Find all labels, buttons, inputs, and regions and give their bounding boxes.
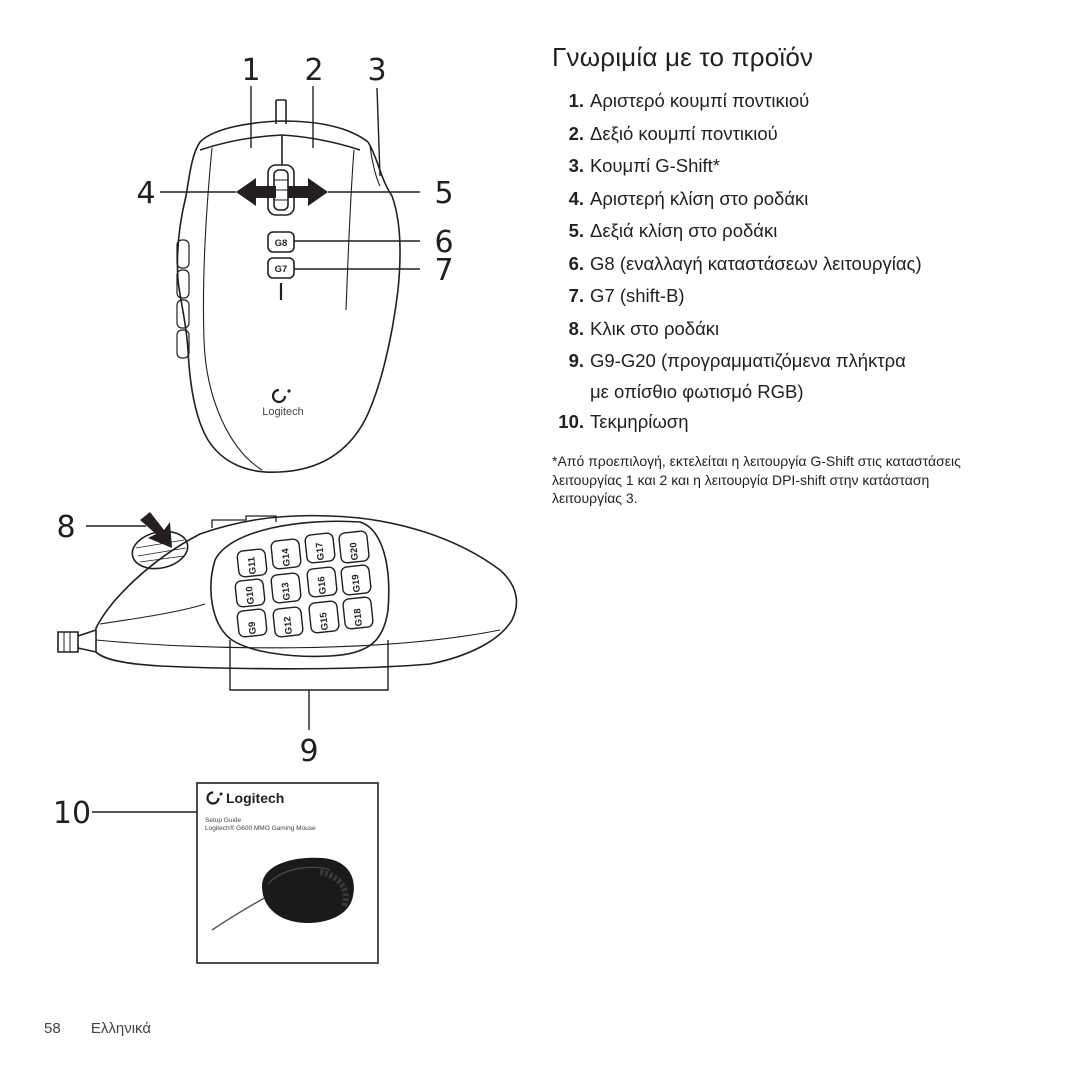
list-item: 2.Δεξιό κουμπί ποντικιού [568,122,778,144]
guide-logo-icon [206,791,223,805]
setup-guide-booklet: Logitech Setup Guide Logitech® G600 MMO … [196,782,379,964]
footer-language: Ελληνικά [90,1020,152,1037]
key-g12: G12 [282,616,295,635]
product-figure: G8 G7 Logitech 1 2 3 4 5 6 7 [53,53,518,964]
page-footer: 58 Ελληνικά [44,1020,151,1037]
footnote: *Από προεπιλογή, εκτελείται η λειτουργία… [552,453,961,506]
click-arrow-icon [140,512,172,548]
page-title: Γνωριμία με το προϊόν [552,42,814,72]
guide-subtitle: Logitech® G600 MMO Gaming Mouse [205,824,316,832]
callout-7: 7 [434,253,453,288]
list-item: 8.Κλικ στο ροδάκι [568,317,720,339]
key-g17: G17 [314,542,327,561]
g8-label: G8 [275,238,288,249]
key-g20: G20 [348,542,361,561]
key-g15: G15 [318,611,331,631]
key-g11: G11 [246,556,259,575]
callout-5: 5 [434,176,453,211]
callout-10: 10 [53,796,91,831]
mouse-brand-text: Logitech [262,406,304,418]
callout-1: 1 [241,53,260,88]
key-g10: G10 [244,586,257,605]
logitech-logo-icon [271,388,291,404]
side-key-labels: G11 G10 G9 G14 G13 G12 G17 G16 G15 G20 G… [244,542,365,635]
callout-2: 2 [304,53,323,88]
list-item: 5.Δεξιά κλίση στο ροδάκι [568,220,778,241]
parts-description: Γνωριμία με το προϊόν 1.Αριστερό κουμπί … [552,42,972,508]
list-item: 10.Τεκμηρίωση [558,410,689,432]
callout-6: 6 [434,225,453,260]
tilt-arrows-icon [236,178,328,206]
mouse-top-view [176,99,401,473]
callout-4: 4 [136,176,155,211]
list-item: 3.Κουμπί G-Shift* [568,155,720,176]
g7-button [267,257,295,279]
key-g18: G18 [352,608,365,627]
list-item: 7.G7 (shift-B) [568,285,685,306]
list-item: 1.Αριστερό κουμπί ποντικιού [568,90,810,111]
callout-3: 3 [367,53,386,88]
key-g14: G14 [280,547,293,567]
page-number: 58 [44,1020,61,1037]
list-item: 4.Αριστερή κλίση στο ροδάκι [568,187,809,209]
key-g9: G9 [247,621,259,635]
g8-button [267,231,295,253]
guide-brand: Logitech [226,790,284,806]
key-g13: G13 [280,582,293,601]
key-g16: G16 [316,576,329,595]
mouse-side-view [57,514,518,670]
callout-8: 8 [56,510,75,545]
callout-9: 9 [299,734,318,769]
parts-list: 1.Αριστερό κουμπί ποντικιού 2.Δεξιό κουμ… [552,85,972,438]
guide-mouse-photo [211,857,354,931]
list-item: 6.G8 (εναλλαγή καταστάσεων λειτουργίας) [568,252,922,274]
g7-label: G7 [275,264,288,275]
guide-title: Setup Guide [205,817,242,824]
side-keys [234,530,374,638]
key-g19: G19 [350,574,363,593]
